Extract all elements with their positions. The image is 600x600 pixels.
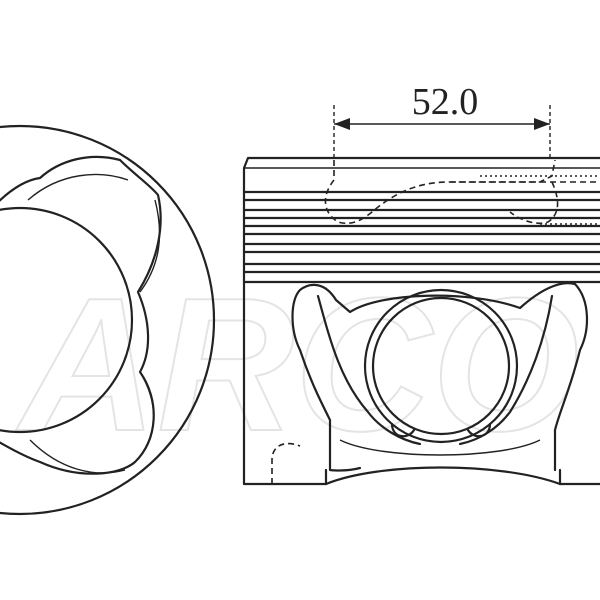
top-view-bowl-circle: [0, 206, 134, 434]
piston-side-view: 52.0: [242, 81, 600, 486]
top-view-scalloped-edge: [0, 155, 162, 475]
pin-boss-inner-left: [316, 294, 422, 446]
piston-top-view: [0, 124, 216, 516]
crown-outline: [242, 156, 600, 194]
arrow-right-icon: [534, 118, 550, 130]
skirt-outline: [242, 280, 600, 486]
lower-lobe-left: [390, 422, 416, 438]
lower-lobe-right: [466, 422, 492, 438]
arrow-left-icon: [334, 118, 350, 130]
hidden-skirt-relief: [271, 442, 301, 484]
skirt-bottom-curve: [324, 466, 562, 486]
ring-grooves: [242, 190, 600, 284]
hidden-bowl-profile: [324, 159, 556, 225]
dimension-52: 52.0: [333, 81, 551, 158]
hidden-bowl-right: [450, 181, 600, 225]
watermark: ARCO: [16, 259, 579, 471]
pin-boss-outer: [291, 282, 589, 472]
top-view-inner-arcs: [27, 173, 161, 474]
pin-boss-outline-lower: [339, 439, 541, 456]
skirt-side-stubs: [324, 468, 562, 486]
pin-bore-outer: [363, 288, 519, 444]
pin-bore-inner: [371, 296, 511, 436]
dimension-label: 52.0: [412, 81, 479, 123]
top-view-outer-circle: [0, 124, 216, 516]
